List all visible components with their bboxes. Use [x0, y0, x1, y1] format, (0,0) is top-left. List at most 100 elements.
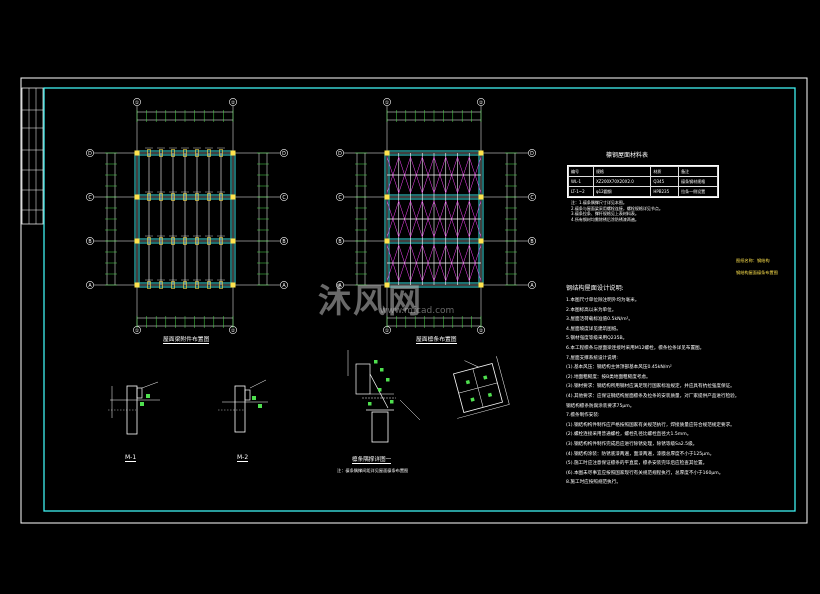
note-line: 4.屋面坡度详见建筑图纸。 [566, 326, 621, 332]
axis-bubble-row-r-label: D [282, 151, 286, 157]
axis-bubble-row-r-label: A [530, 283, 534, 289]
note-line: 1.本图尺寸单位除注明外均为毫米。 [566, 298, 640, 303]
detail-bolt [483, 375, 488, 380]
detail-bolt [378, 388, 382, 392]
table-note: 注：1.檩条隅撑尺寸详见本图。 [571, 200, 627, 205]
axis-bubble-row-r-label: A [282, 283, 286, 289]
note-line: 5.钢材强度等级采用Q235B。 [566, 336, 628, 342]
column-joint [384, 238, 390, 244]
axis-bubble-2b-label: ② [479, 328, 483, 334]
table-notes: 注：1.檩条隅撑尺寸详见本图。 2.檩条与屋面梁采用螺栓连接，螺栓规格详见节点。… [571, 200, 663, 222]
column-joint [384, 150, 390, 156]
watermark-url: www.mfcad.com [380, 306, 455, 316]
axis-bubble-row [86, 193, 94, 201]
purlin-clip [207, 237, 211, 245]
column-joint [134, 238, 140, 244]
table-cell: XZ200X70X20X2.0 [592, 176, 652, 187]
purlin-clip [147, 193, 151, 201]
axis-bubble-row-label: D [338, 151, 342, 157]
axis-bubble-row-r [528, 193, 536, 201]
outer-frame [20, 77, 808, 524]
axis-bubble-row-label: A [88, 283, 92, 289]
table-cell: WL-1 [568, 176, 594, 187]
dim-line [457, 404, 510, 419]
column-joint [134, 150, 140, 156]
axis-bubble-row [336, 237, 344, 245]
purlin-clip [219, 193, 223, 201]
purlin-clip [183, 281, 187, 289]
axis-bubble-row-label: B [88, 239, 91, 245]
table-note: 2.檩条与屋面梁采用螺栓连接，螺栓规格详见节点。 [571, 205, 663, 211]
table-header: 规格 [592, 166, 652, 177]
leader-line [141, 381, 159, 389]
table-cell: φ12圆钢 [592, 186, 652, 197]
axis-bubble-row-r [280, 149, 288, 157]
table-cell: HPB235 [650, 186, 680, 197]
detail-bolt [487, 392, 493, 398]
detail-m2-title: M-2 [237, 454, 249, 462]
axis-bubble-row-label: C [88, 195, 92, 201]
table-row: LT-1~2 φ12圆钢 HPB235 拉条一侧设置 [568, 186, 718, 197]
note-line: 8.施工时应按照规范执行。 [566, 480, 621, 486]
detail-bolt [470, 397, 475, 402]
table-header: 材质 [650, 166, 680, 177]
axis-bubble-row-r [528, 237, 536, 245]
purlin-clip [159, 237, 163, 245]
purlin-clip [171, 281, 175, 289]
detail-bolt [374, 360, 378, 364]
note-line: (1).基本风压：钢结构主体顶部基本风压0.45kN/m² [566, 365, 672, 371]
rotated-detail [453, 356, 510, 419]
axis-bubble-1 [383, 98, 391, 106]
purlin-clip [147, 237, 151, 245]
axis-bubble-row [86, 237, 94, 245]
detail-column [234, 385, 246, 433]
detail-bolt [386, 378, 390, 382]
dim-line [496, 356, 510, 405]
axis-bubble-row-r [528, 281, 536, 289]
table-header: 备注 [678, 166, 718, 177]
column-joint [478, 238, 484, 244]
table-header: 编号 [568, 166, 594, 177]
purlin-clip [195, 281, 199, 289]
axis-bubble-row [86, 149, 94, 157]
purlin-clip [171, 237, 175, 245]
table-note: 4.所有钢材均需除锈后涂防锈漆两遍。 [571, 216, 639, 222]
material-table: 编号 规格 材质 备注 WL-1 XZ200X70X20X2.0 Q345 檩条… [567, 165, 719, 198]
purlin-clip [207, 193, 211, 201]
note-line: 7.檩条制作安装: [566, 413, 600, 419]
column-joint [230, 194, 236, 200]
purlin-clip [219, 149, 223, 157]
table-cell: 拉条一侧设置 [678, 186, 718, 197]
detail-bolt [465, 380, 471, 385]
note-line: 2.本图标高以米为单位。 [566, 307, 617, 313]
purlin-clip [183, 193, 187, 201]
detail-bolt [368, 402, 372, 406]
side-label-1: 图纸名称：钢结构 [736, 258, 770, 263]
axis-bubble-2-label: ② [479, 100, 483, 106]
note-line: (2).螺栓连接采用普通螺栓，螺栓孔径比螺栓直径大1.5mm。 [566, 432, 692, 438]
table-cell: 檩条钢材规格 [678, 176, 718, 187]
axis-bubble-row-r [528, 149, 536, 157]
axis-bubble-row [336, 149, 344, 157]
column-joint [478, 194, 484, 200]
axis-bubble-row-label: A [338, 283, 342, 289]
detail-plate [244, 389, 251, 401]
column-joint [134, 282, 140, 288]
axis-bubble-1b-label: ① [135, 328, 139, 334]
leader-line [399, 399, 421, 421]
plate-axis [472, 368, 484, 408]
axis-bubble-1-label: ① [385, 100, 389, 106]
purlin-clip [195, 237, 199, 245]
purlin-clip [171, 193, 175, 201]
axis-bubble-row-r-label: C [282, 195, 286, 201]
design-notes: 钢结构屋面设计说明: 1.本图尺寸单位除注明外均为毫米。 2.本图标高以米为单位… [566, 283, 788, 488]
watermark: 沐风网 [318, 281, 423, 320]
leader-line [464, 360, 479, 368]
axis-bubble-1-label: ① [135, 100, 139, 106]
purlin-clip [219, 281, 223, 289]
note-line: (3).钢结构构件制作完成后应进行除锈处理，除锈等级Sa2.5级。 [566, 441, 698, 447]
detail-bolt [252, 396, 256, 400]
